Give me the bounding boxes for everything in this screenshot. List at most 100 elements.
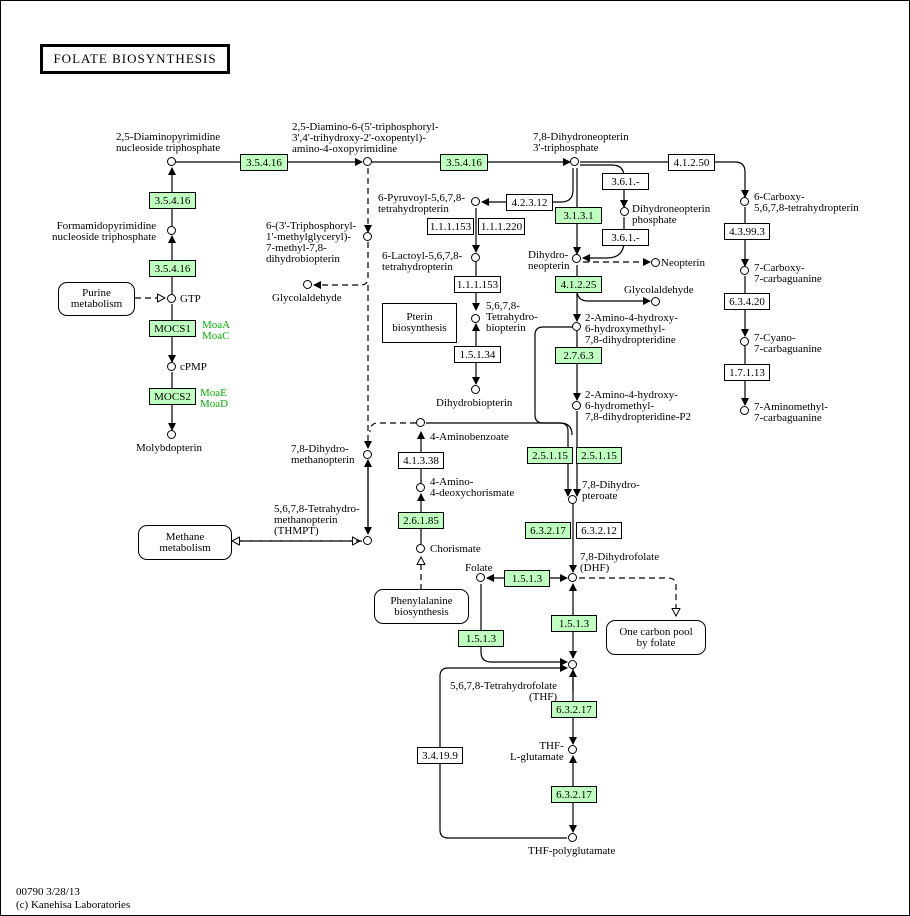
compound-node[interactable] (471, 385, 480, 394)
enzyme-box[interactable]: 4.1.2.25 (555, 276, 602, 293)
map-link-pterin-biosynthesis[interactable]: Pterin biosynthesis (382, 303, 457, 343)
compound-node[interactable] (167, 430, 176, 439)
compound-node[interactable] (572, 254, 581, 263)
compound-node[interactable] (568, 495, 577, 504)
gene-label: MoaE MoaD (200, 387, 229, 410)
enzyme-box[interactable]: 6.3.4.20 (724, 293, 770, 310)
compound-node[interactable] (651, 258, 660, 267)
enzyme-box[interactable]: 3.5.4.16 (149, 260, 196, 277)
compound-node[interactable] (471, 253, 480, 262)
link (481, 168, 574, 206)
compound-node[interactable] (416, 483, 425, 492)
compound-node[interactable] (416, 544, 425, 553)
map-link-purine-metabolism[interactable]: Purine metabolism (58, 282, 135, 316)
enzyme-box[interactable]: 1.1.1.153 (427, 218, 474, 235)
compound-label: Dihydroneopterin phosphate (632, 203, 711, 226)
enzyme-box[interactable]: 3.1.3.1 (555, 207, 602, 224)
compound-node[interactable] (568, 573, 577, 582)
link (313, 242, 369, 289)
gene-label: MoaA MoaC (202, 319, 231, 342)
enzyme-box[interactable]: 1.5.1.3 (458, 630, 504, 647)
enzyme-box[interactable]: 2.6.1.85 (398, 512, 444, 529)
enzyme-box[interactable]: 4.3.99.3 (724, 223, 770, 240)
compound-label: Glycolaldehyde (272, 292, 342, 304)
enzyme-box[interactable]: 1.1.1.220 (478, 218, 525, 235)
compound-node[interactable] (568, 660, 577, 669)
compound-node[interactable] (167, 157, 176, 166)
compound-node[interactable] (303, 280, 312, 289)
enzyme-box[interactable]: 4.1.3.38 (398, 452, 444, 469)
footer-copyright: (c) Kanehisa Laboratories (16, 899, 131, 911)
enzyme-box[interactable]: 3.6.1.- (602, 229, 649, 246)
enzyme-box[interactable]: 1.7.1.13 (724, 364, 770, 381)
compound-node[interactable] (167, 226, 176, 235)
enzyme-box[interactable]: 1.5.1.3 (551, 615, 597, 632)
compound-node[interactable] (167, 294, 176, 303)
map-link-phenylalanine-biosynthesis[interactable]: Phenylalanine biosynthesis (374, 589, 469, 624)
compound-label: 2,5-Diaminopyrimidine nucleoside triphos… (116, 131, 221, 154)
compound-node[interactable] (363, 450, 372, 459)
compound-node[interactable] (740, 197, 749, 206)
compound-label: Dihydrobiopterin (436, 397, 513, 409)
compound-label: THF-polyglutamate (528, 845, 616, 857)
compound-node[interactable] (651, 297, 660, 306)
compound-label: GTP (180, 293, 201, 305)
footer-id-date: 00790 3/28/13 (16, 886, 80, 898)
compound-label: 7,8-Dihydro- pteroate (582, 479, 640, 502)
link (369, 422, 416, 433)
compound-node[interactable] (620, 207, 629, 216)
compound-label: 7,8-Dihydro- methanopterin (291, 443, 355, 466)
compound-node[interactable] (740, 406, 749, 415)
compound-node[interactable] (740, 337, 749, 346)
enzyme-box[interactable]: 2.5.1.15 (576, 447, 622, 464)
link (480, 584, 568, 666)
enzyme-box[interactable]: 6.3.2.17 (551, 786, 597, 803)
enzyme-box[interactable]: MOCS2 (149, 388, 196, 405)
enzyme-box[interactable]: 2.5.1.15 (527, 447, 573, 464)
compound-label: 4-Aminobenzoate (430, 431, 509, 443)
compound-label: 6-(3'-Triphosphoryl- 1'-methylglyceryl)-… (266, 220, 357, 265)
compound-node[interactable] (471, 197, 480, 206)
enzyme-box[interactable]: 3.4.19.9 (417, 747, 463, 764)
compound-label: 4-Amino- 4-deoxychorismate (430, 476, 515, 499)
enzyme-box[interactable]: 6.3.2.17 (525, 522, 571, 539)
compound-node[interactable] (568, 745, 577, 754)
link (534, 326, 572, 497)
compound-label: 7-Aminomethyl- 7-carbaguanine (754, 401, 828, 424)
compound-label: Neopterin (661, 257, 705, 269)
compound-label: Molybdopterin (136, 442, 202, 454)
compound-label: 7-Carboxy- 7-carbaguanine (754, 262, 822, 285)
enzyme-box[interactable]: 4.1.2.50 (668, 154, 715, 171)
enzyme-box[interactable]: 1.1.1.153 (454, 276, 501, 293)
enzyme-box[interactable]: 3.5.4.16 (149, 192, 196, 209)
compound-node[interactable] (363, 536, 372, 545)
compound-label: 2-Amino-4-hydroxy- 6-hydromethyl- 7,8-di… (585, 389, 692, 423)
compound-node[interactable] (416, 418, 425, 427)
compound-label: THF- L-glutamate (510, 740, 564, 763)
map-link-one-carbon-pool[interactable]: One carbon pool by folate (606, 620, 706, 655)
compound-node[interactable] (740, 266, 749, 275)
compound-node[interactable] (476, 573, 485, 582)
compound-node[interactable] (572, 322, 581, 331)
compound-node[interactable] (570, 157, 579, 166)
enzyme-box[interactable]: 6.3.2.12 (576, 522, 622, 539)
compound-label: Glycolaldehyde (624, 284, 694, 296)
enzyme-box[interactable]: 6.3.2.17 (551, 701, 597, 718)
compound-node[interactable] (167, 362, 176, 371)
compound-node[interactable] (572, 401, 581, 410)
enzyme-box[interactable]: 2.7.6.3 (555, 347, 602, 364)
enzyme-box[interactable]: MOCS1 (149, 320, 196, 337)
enzyme-box[interactable]: 1.5.1.3 (504, 570, 550, 587)
enzyme-box[interactable]: 4.2.3.12 (506, 194, 553, 211)
enzyme-box[interactable]: 3.5.4.16 (440, 154, 488, 171)
enzyme-box[interactable]: 3.5.4.16 (240, 154, 288, 171)
compound-node[interactable] (568, 833, 577, 842)
enzyme-box[interactable]: 3.6.1.- (602, 173, 649, 190)
enzyme-box[interactable]: 1.5.1.34 (454, 346, 501, 363)
compound-label: 2,5-Diamino-6-(5'-triphosphoryl- 3',4'-t… (292, 121, 439, 155)
compound-node[interactable] (363, 232, 372, 241)
compound-node[interactable] (471, 314, 480, 323)
compound-label: Dihydro- neopterin (528, 249, 570, 272)
compound-node[interactable] (363, 157, 372, 166)
map-link-methane-metabolism[interactable]: Methane metabolism (138, 525, 232, 560)
